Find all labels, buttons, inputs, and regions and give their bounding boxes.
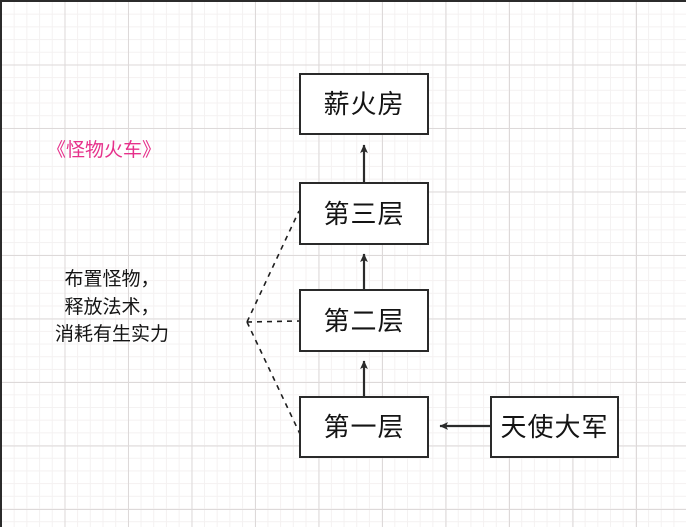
node-floor-three-label: 第三层 (323, 198, 405, 229)
diagram-title: 《怪物火车》 (47, 140, 162, 161)
node-kindling-room-label: 薪火房 (323, 89, 405, 119)
edge-note-to-floor1 (246, 321, 301, 435)
node-floor-two[interactable]: 第二层 (299, 289, 429, 352)
node-floor-one[interactable]: 第一层 (299, 396, 429, 458)
annotation-note: 布置怪物， 释放法术， 消耗有生实力 (22, 266, 202, 349)
node-floor-two-label: 第二层 (323, 305, 405, 336)
annotation-note-line-1: 布置怪物， (64, 269, 160, 290)
node-floor-three[interactable]: 第三层 (299, 182, 429, 245)
edge-note-to-floor3 (246, 210, 300, 323)
annotation-note-line-2: 释放法术， (64, 296, 160, 318)
edge-note-to-floor2 (246, 320, 300, 323)
node-floor-one-label: 第一层 (323, 412, 405, 442)
node-angel-army-label: 天使大军 (500, 412, 609, 442)
node-kindling-room[interactable]: 薪火房 (299, 73, 429, 135)
annotation-note-line-3: 消耗有生实力 (54, 324, 169, 346)
node-angel-army[interactable]: 天使大军 (490, 396, 619, 458)
